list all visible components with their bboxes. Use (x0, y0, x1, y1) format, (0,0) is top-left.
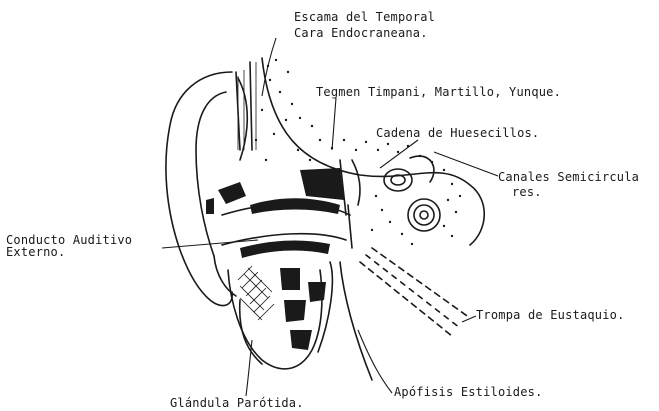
ossicle-incus (352, 160, 360, 205)
eustachian-tube-lower (360, 262, 452, 336)
leader-apofisis (358, 330, 392, 393)
leader-canales (434, 152, 498, 176)
tympanic-membrane (348, 205, 352, 248)
leader-trompa (462, 316, 476, 322)
auricle-inner-fold (196, 92, 226, 256)
canal-wall-shading (218, 182, 246, 204)
parotid-gland-outline (228, 270, 322, 369)
lower-block-4 (308, 282, 326, 302)
leader-cadena (380, 140, 418, 168)
label-canales-line1: Canales Semicircula (498, 170, 639, 184)
styloid-process (340, 262, 372, 380)
lower-block-3 (290, 330, 312, 350)
leader-escama (262, 38, 276, 96)
semicircular-canal-1 (384, 169, 412, 191)
cochlea-inner (420, 211, 428, 219)
label-glandula: Glándula Parótida. (170, 396, 304, 410)
auricle-lobe-edge (214, 256, 236, 296)
semicircular-canal-2 (391, 175, 405, 185)
eustachian-tube-mid (366, 255, 460, 328)
label-canales-line2: res. (512, 185, 542, 199)
label-escama-line1: Escama del Temporal (294, 10, 435, 24)
canal-roof-shading (250, 198, 340, 214)
leader-tegmen (332, 98, 336, 150)
middle-ear-shading (300, 168, 344, 200)
label-escama-line2: Cara Endocraneana. (294, 26, 428, 40)
label-trompa: Trompa de Eustaquio. (476, 308, 625, 322)
semicircular-canal-arc (410, 156, 434, 182)
auricle-dark-patch (206, 198, 214, 214)
canal-floor-shading (240, 241, 330, 258)
label-conducto-line2: Externo. (6, 245, 65, 259)
label-apofisis: Apófisis Estiloides. (394, 385, 543, 399)
lower-block-2 (284, 300, 306, 322)
label-cadena: Cadena de Huesecillos. (376, 126, 539, 140)
label-tegmen: Tegmen Timpani, Martillo, Yunque. (316, 85, 561, 99)
cochlea-outer (408, 199, 440, 231)
lower-block-1 (280, 268, 300, 290)
cochlea-middle (414, 205, 434, 225)
